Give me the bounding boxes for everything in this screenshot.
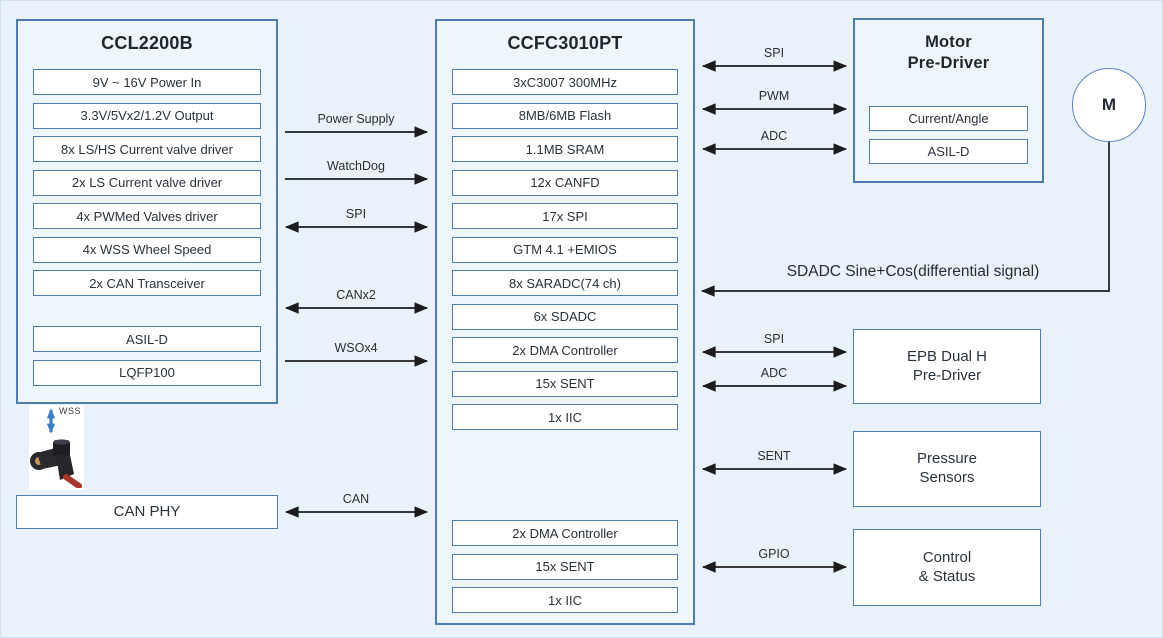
control-status-box: Control & Status [853,529,1041,606]
ccfc3010pt-feature-rows: 3xC3007 300MHz 8MB/6MB Flash 1.1MB SRAM … [437,69,693,438]
feature-box: 2x CAN Transceiver [33,270,261,296]
feature-box: ASIL-D [33,326,261,352]
motor-predriver-rows: Current/Angle ASIL-D [855,106,1042,172]
feature-box: 15x SENT [452,370,678,397]
feature-box: 2x DMA Controller [452,337,678,363]
wss-axis-label: WSS [59,406,82,416]
feature-box: 3xC3007 300MHz [452,69,678,95]
link-label-adc-epb: ADC [760,366,788,380]
link-label-sent: SENT [757,449,791,463]
feature-box: 15x SENT [452,553,678,580]
control-status-label: Control & Status [918,548,976,585]
motor-circle: M [1072,68,1146,142]
ccfc3010pt-block: CCFC3010PT 3xC3007 300MHz 8MB/6MB Flash … [435,19,695,625]
link-label-spi-motor: SPI [763,46,785,60]
ccl2200b-title: CCL2200B [101,33,193,53]
feature-box: 8x SARADC(74 ch) [452,270,678,296]
feature-box: 2x DMA Controller [452,520,678,546]
link-label-can: CAN [342,492,370,506]
feature-box: 4x WSS Wheel Speed [33,236,261,263]
feature-box: 1x IIC [452,404,678,430]
link-label-gpio: GPIO [758,547,790,561]
motor-predriver-title: Motor Pre-Driver [907,33,990,73]
motor-predriver-block: Motor Pre-Driver Current/Angle ASIL-D [853,18,1044,183]
motor-label: M [1101,95,1117,114]
link-label-spi-epb: SPI [763,332,785,346]
feature-box: LQFP100 [33,359,261,386]
sdadc-signal-label: SDADC Sine+Cos(differential signal) [786,263,1040,280]
feature-box: 2x LS Current valve driver [33,169,261,196]
feature-box: 1x IIC [452,587,678,613]
feature-box: 8x LS/HS Current valve driver [33,136,261,162]
feature-box: ASIL-D [869,139,1028,164]
feature-box: 1.1MB SRAM [452,136,678,162]
link-label-spi: SPI [345,207,367,221]
can-phy-label: CAN PHY [113,502,181,520]
link-label-wsox4: WSOx4 [334,341,378,355]
ccfc3010pt-title: CCFC3010PT [507,33,623,53]
pressure-sensors-box: Pressure Sensors [853,431,1041,507]
feature-box: 9V ~ 16V Power In [33,69,261,95]
feature-box: GTM 4.1 +EMIOS [452,236,678,263]
link-label-canx2: CANx2 [336,288,376,302]
feature-box: 17x SPI [452,203,678,229]
ccl2200b-badge-rows: ASIL-D LQFP100 [18,326,276,393]
feature-box: 4x PWMed Valves driver [33,203,261,229]
wss-sensor-image [30,439,82,488]
wss-sensor-photo [29,405,84,490]
epb-predriver-label: EPB Dual H Pre-Driver [906,347,988,384]
can-phy-box: CAN PHY [16,495,278,529]
ccfc3010pt-lower-rows: 2x DMA Controller 15x SENT 1x IIC [437,520,693,621]
feature-box: 12x CANFD [452,169,678,196]
link-label-pwm: PWM [758,89,790,103]
pressure-sensors-label: Pressure Sensors [916,450,978,486]
feature-box: 6x SDADC [452,303,678,330]
epb-predriver-box: EPB Dual H Pre-Driver [853,329,1041,404]
link-label-power-supply: Power Supply [317,112,395,126]
link-label-adc-motor: ADC [760,129,788,143]
link-label-watchdog: WatchDog [327,159,385,173]
feature-box: Current/Angle [869,106,1028,131]
feature-box: 8MB/6MB Flash [452,102,678,129]
ccl2200b-block: CCL2200B 9V ~ 16V Power In 3.3V/5Vx2/1.2… [16,19,278,404]
feature-box: 3.3V/5Vx2/1.2V Output [33,102,261,129]
ccl2200b-feature-rows: 9V ~ 16V Power In 3.3V/5Vx2/1.2V Output … [18,69,276,304]
